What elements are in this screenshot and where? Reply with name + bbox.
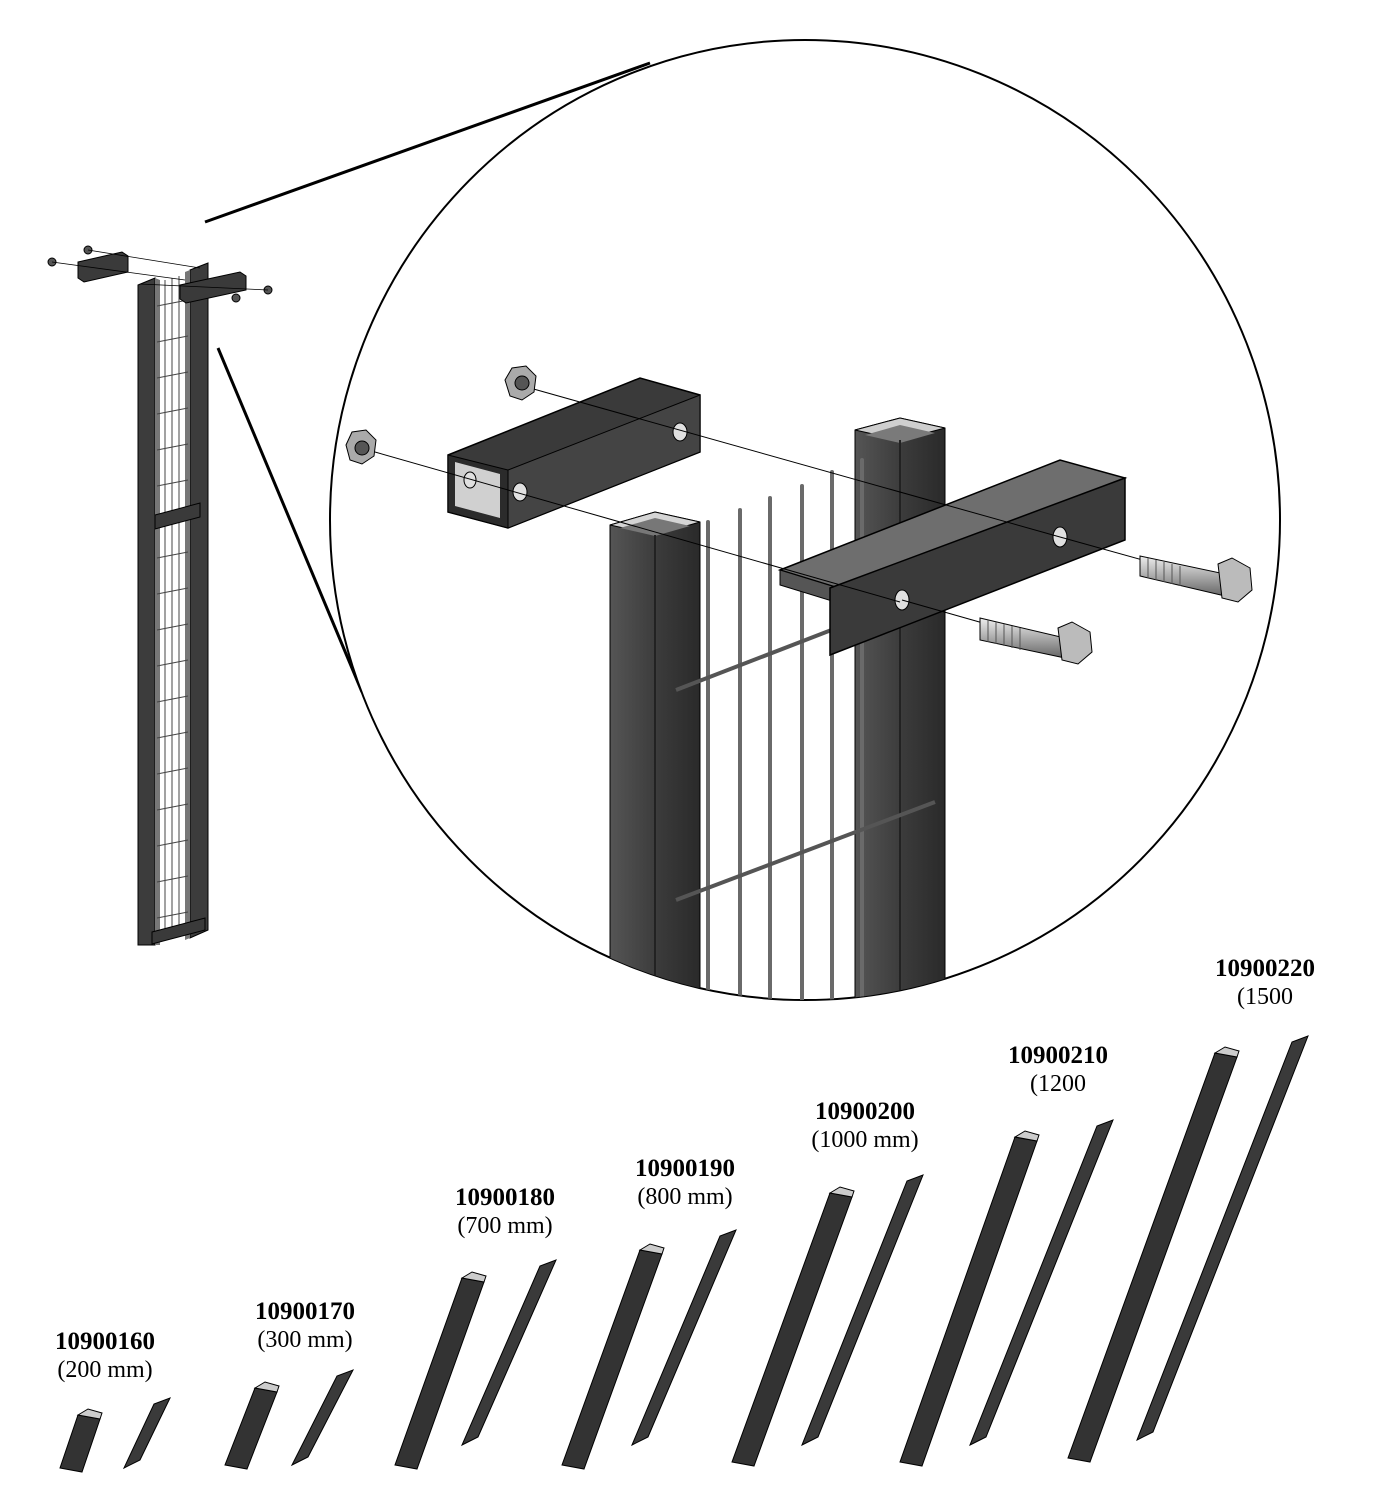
overview-fence-post: [47, 245, 273, 946]
bolt-back: [1139, 555, 1253, 603]
clamp-tube-end: [76, 1408, 103, 1420]
clamp-tube: [224, 1387, 278, 1470]
bolt-front: [979, 617, 1093, 665]
clamp-angle: [122, 1397, 171, 1470]
clamp-angle: [290, 1369, 355, 1467]
clamp-angle: [631, 1229, 737, 1447]
clamp-angle: [1136, 1035, 1309, 1442]
zoom-circle: [329, 39, 1281, 1001]
part-label-10900160: 10900160 (200 mm): [40, 1328, 170, 1384]
part-code: 10900170: [255, 1298, 355, 1325]
part-length: (1200: [1030, 1070, 1086, 1097]
clamp-angle: [460, 1259, 557, 1447]
part-code: 10900200: [815, 1098, 915, 1125]
clamp-angle: [969, 1119, 1114, 1447]
part-code: 10900220: [1215, 955, 1315, 982]
hex-nut-left: [345, 429, 377, 465]
part-length: (1000 mm): [811, 1126, 919, 1153]
part-length: (1500: [1237, 983, 1293, 1010]
part-length: (300 mm): [257, 1326, 353, 1353]
part-label-10900180: 10900180 (700 mm): [440, 1184, 570, 1240]
part-length: (200 mm): [57, 1356, 153, 1383]
clamp-tube-end: [253, 1381, 280, 1393]
clamp-tube-end: [638, 1243, 665, 1255]
clamp-tube: [899, 1136, 1038, 1467]
part-label-10900170: 10900170 (300 mm): [240, 1298, 370, 1354]
part-length: (700 mm): [457, 1212, 553, 1239]
part-code: 10900180: [455, 1184, 555, 1211]
part-label-10900210: 10900210 (1200: [993, 1042, 1123, 1098]
clamp-kits: [59, 1035, 1309, 1473]
clamp-tube-end: [460, 1271, 487, 1283]
part-label-10900220: 10900220 (1500: [1200, 955, 1330, 1011]
part-code: 10900190: [635, 1155, 735, 1182]
zoom-callout-lines: [204, 61, 651, 693]
part-code: 10900160: [55, 1328, 155, 1355]
part-length: (800 mm): [637, 1183, 733, 1210]
part-label-10900200: 10900200 (1000 mm): [795, 1098, 935, 1154]
part-label-10900190: 10900190 (800 mm): [620, 1155, 750, 1211]
clamp-angle: [801, 1174, 924, 1447]
clamp-tube: [731, 1192, 853, 1467]
zoom-detail: [345, 365, 1253, 1000]
clamp-tube: [59, 1414, 101, 1473]
clamp-tube-end: [1213, 1046, 1240, 1058]
part-code: 10900210: [1008, 1042, 1108, 1069]
hex-nut-right: [504, 365, 537, 401]
clamp-tube-end: [828, 1186, 855, 1198]
clamp-tube-end: [1013, 1130, 1040, 1142]
